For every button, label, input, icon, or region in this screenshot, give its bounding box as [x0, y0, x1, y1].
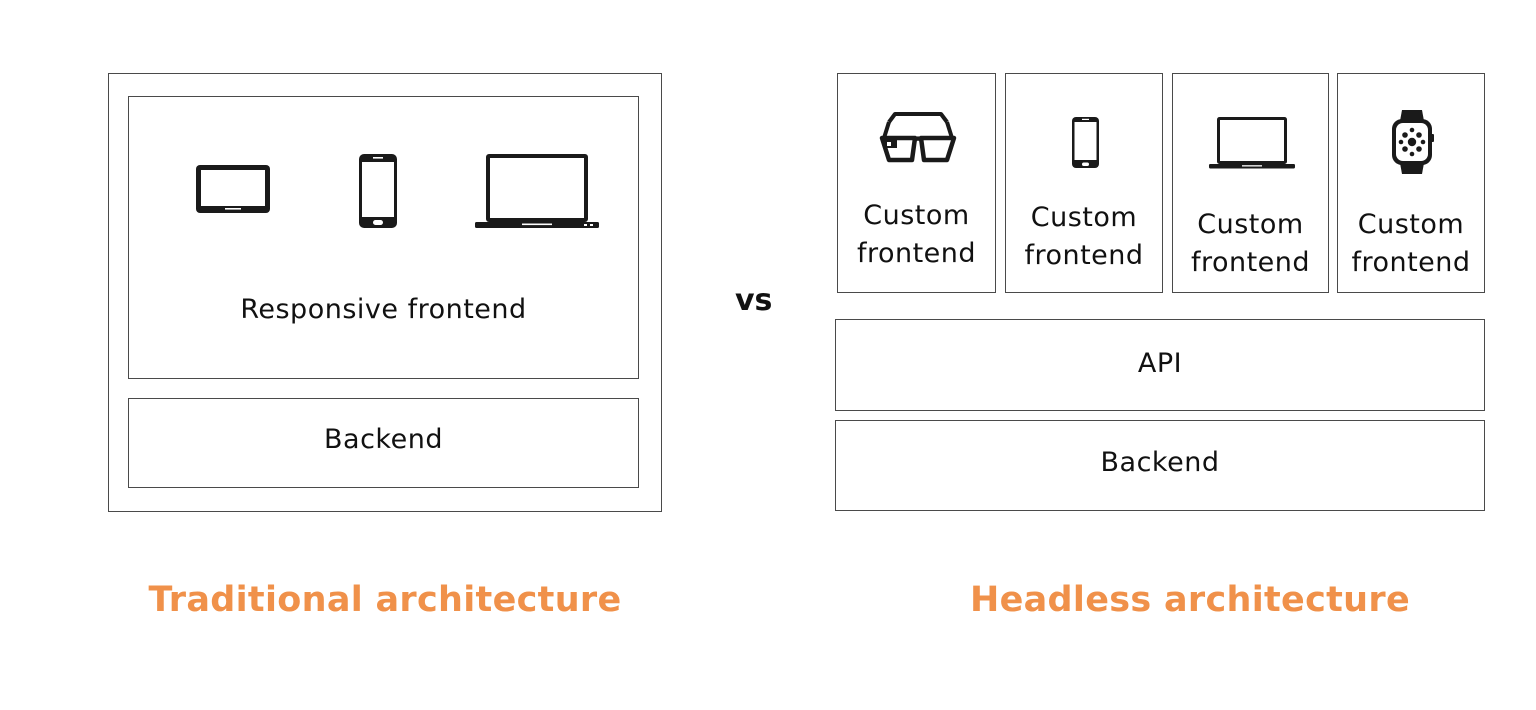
vs-label: vs	[735, 283, 773, 318]
custom-frontend-glasses-box: Custom frontend	[837, 73, 996, 293]
custom-frontend-label: Custom frontend	[1006, 199, 1162, 275]
custom-frontend-line1: Custom	[1197, 209, 1304, 240]
smart-glasses-icon	[879, 110, 957, 164]
custom-frontend-line2: frontend	[1024, 240, 1144, 271]
custom-frontend-line2: frontend	[1351, 247, 1471, 278]
custom-frontend-line2: frontend	[1190, 247, 1311, 278]
headless-backend-box: Backend	[835, 420, 1485, 511]
headless-backend-label: Backend	[1100, 447, 1220, 478]
api-label: API	[1137, 348, 1183, 379]
phone-icon	[1071, 116, 1100, 169]
custom-frontend-label: Custom frontend	[838, 197, 995, 273]
custom-frontend-line1: Custom	[863, 200, 970, 231]
responsive-frontend-box: Responsive frontend	[128, 96, 639, 379]
custom-frontend-line1: Custom	[1357, 209, 1465, 240]
laptop-icon	[1208, 116, 1296, 170]
custom-frontend-line2: frontend	[856, 238, 977, 269]
traditional-backend-box: Backend	[128, 398, 639, 488]
custom-frontend-label: Custom frontend	[1173, 206, 1328, 282]
custom-frontend-label: Custom frontend	[1338, 206, 1484, 282]
custom-frontend-laptop-box: Custom frontend	[1172, 73, 1329, 293]
traditional-backend-label: Backend	[324, 424, 443, 455]
tablet-icon	[195, 164, 271, 214]
headless-architecture-caption: Headless architecture	[970, 580, 1410, 620]
responsive-frontend-label: Responsive frontend	[240, 294, 527, 325]
laptop-icon	[474, 153, 600, 231]
custom-frontend-line1: Custom	[1030, 202, 1138, 233]
traditional-architecture-caption: Traditional architecture	[148, 580, 622, 620]
smartwatch-icon	[1389, 109, 1435, 175]
phone-icon	[358, 153, 398, 229]
custom-frontend-phone-box: Custom frontend	[1005, 73, 1163, 293]
api-box: API	[835, 319, 1485, 411]
custom-frontend-watch-box: Custom frontend	[1337, 73, 1485, 293]
